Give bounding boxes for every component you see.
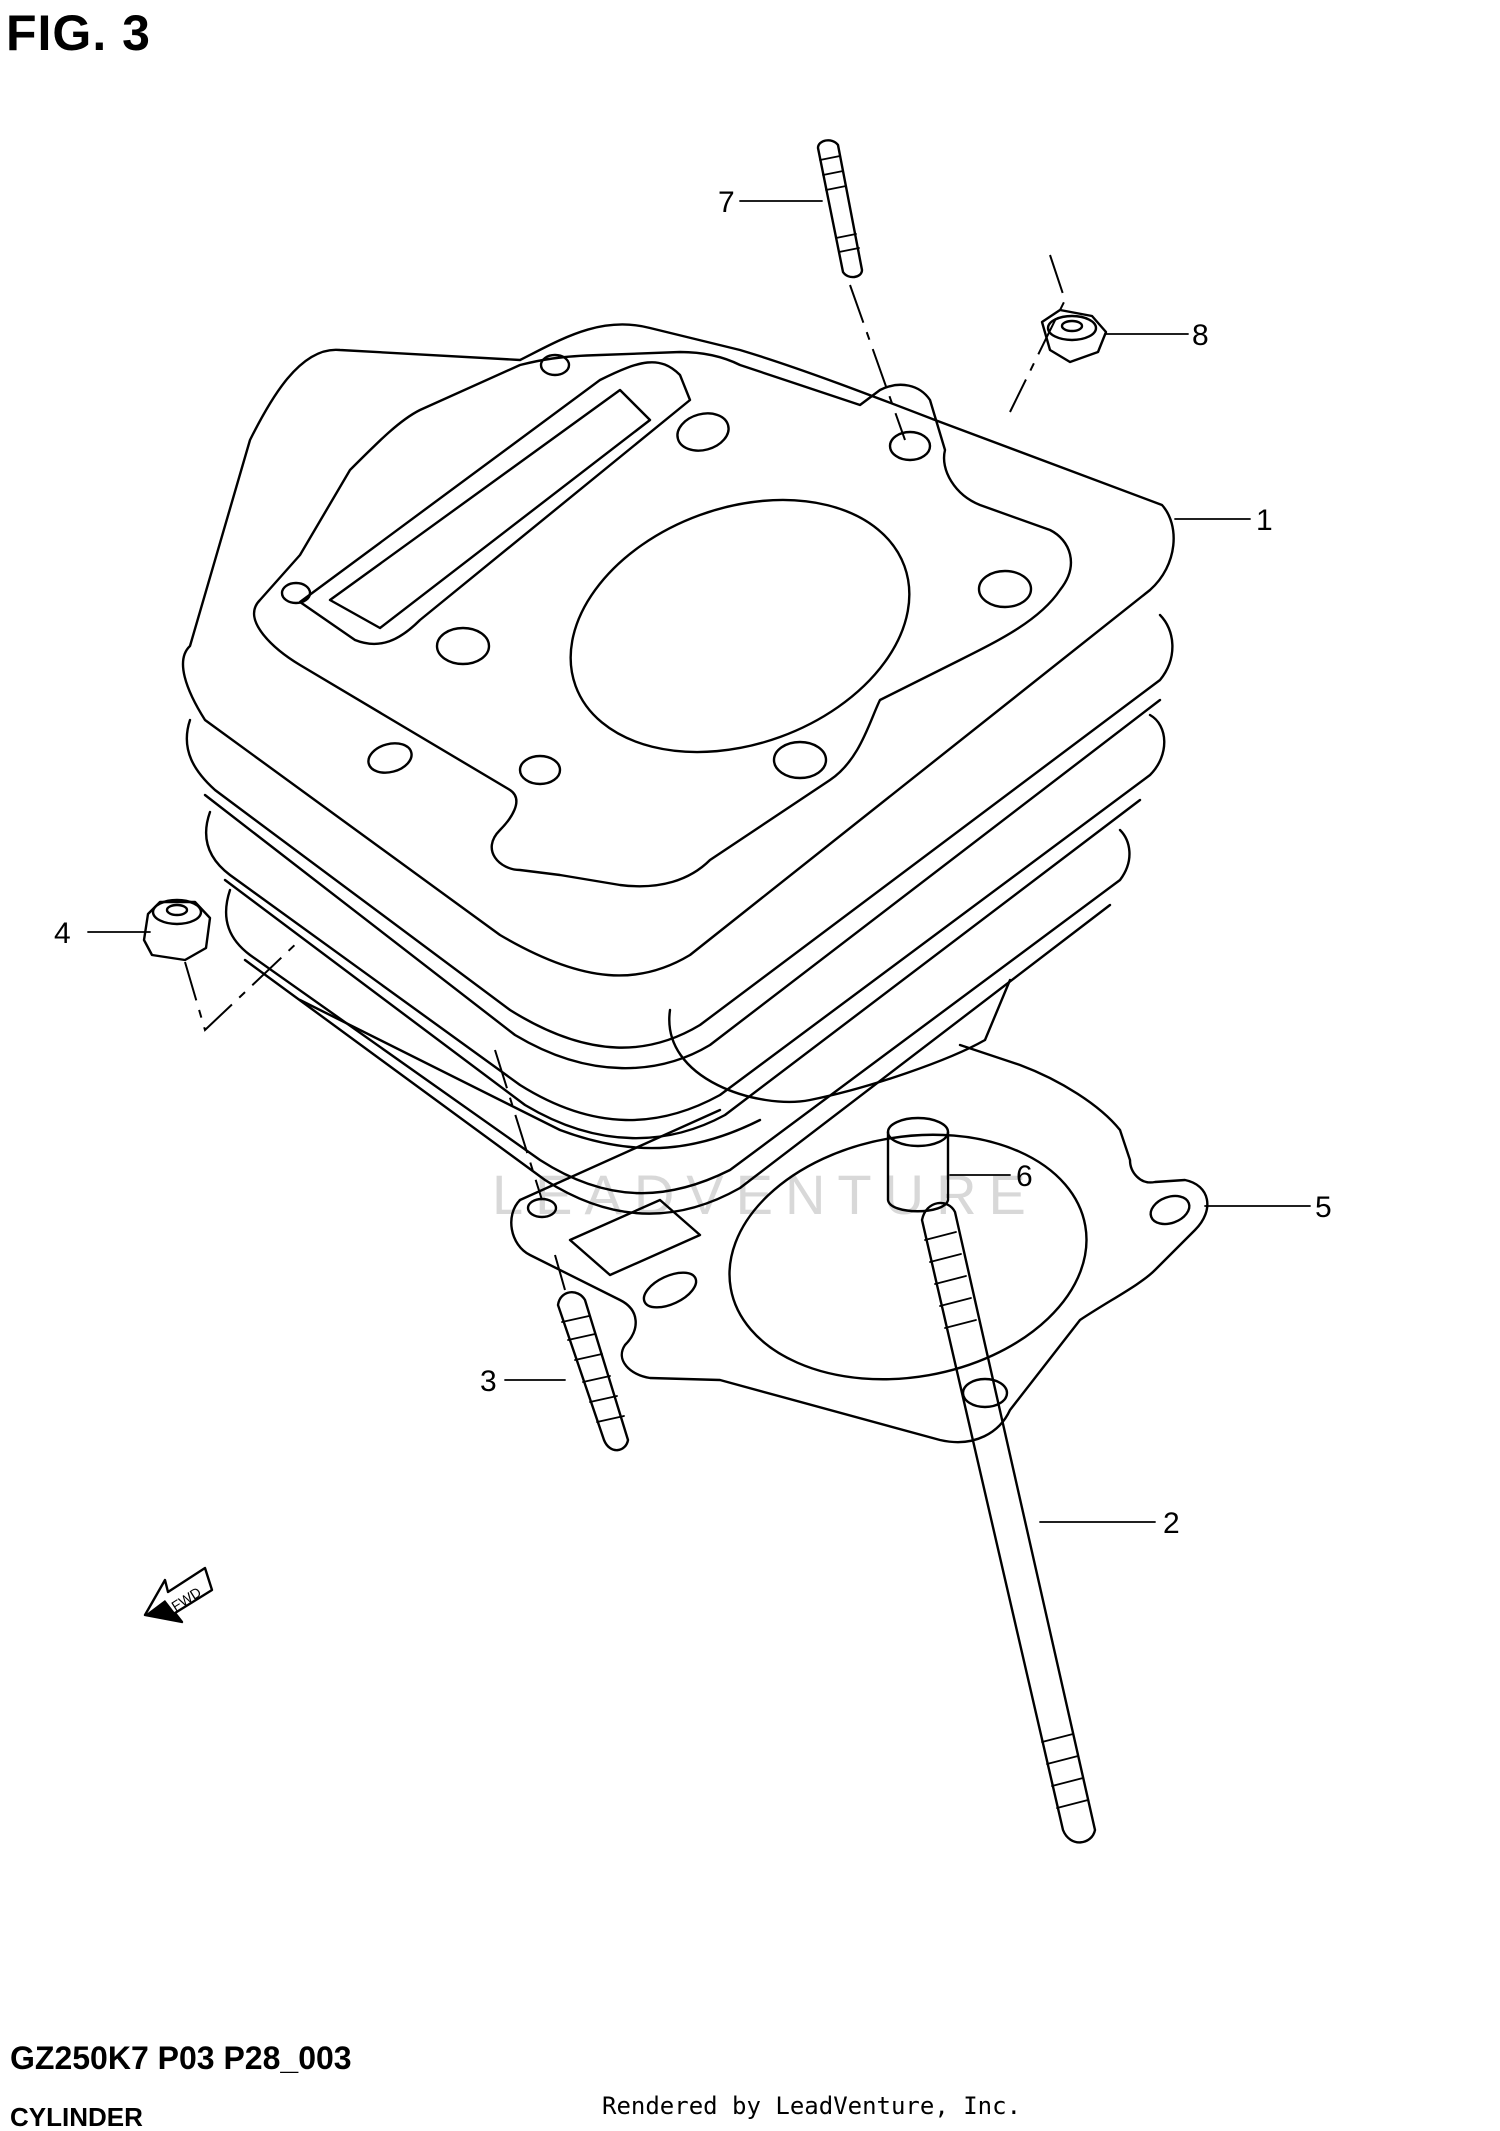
- part-nut-left[interactable]: [142, 898, 212, 962]
- assembly-line-3b: [554, 1254, 566, 1291]
- part-nut-top[interactable]: [1040, 308, 1108, 364]
- fwd-arrow-icon: FWD: [143, 1566, 214, 1624]
- part-gasket[interactable]: [510, 1043, 1209, 1444]
- part-dowel-pin[interactable]: [886, 1116, 950, 1213]
- diagram-name: CYLINDER: [10, 2102, 143, 2131]
- callout-1: 1: [1256, 504, 1273, 537]
- assembly-line-8: [1009, 254, 1067, 413]
- callout-3: 3: [480, 1365, 497, 1398]
- callout-2: 2: [1163, 1507, 1180, 1540]
- rendered-by-credit: Rendered by LeadVenture, Inc.: [602, 2092, 1022, 2120]
- assembly-line-4: [184, 939, 301, 1032]
- part-stud-top[interactable]: [816, 139, 864, 279]
- parts-diagram: LEADVENTURE: [54, 139, 1332, 1844]
- part-stud-bolt-long[interactable]: [920, 1201, 1097, 1844]
- callout-8: 8: [1192, 319, 1209, 352]
- part-stud-short[interactable]: [556, 1291, 630, 1452]
- callout-7: 7: [718, 186, 735, 219]
- assembly-line-7: [849, 284, 906, 441]
- callout-4: 4: [54, 917, 71, 950]
- callout-6: 6: [1016, 1160, 1033, 1193]
- leader-lines: [87, 200, 1311, 1523]
- part-cylinder[interactable]: [181, 323, 1175, 1215]
- callout-5: 5: [1315, 1191, 1332, 1224]
- figure-title: FIG. 3: [6, 5, 151, 61]
- assembly-line-3: [494, 1049, 543, 1201]
- diagram-code: GZ250K7 P03 P28_003: [10, 2040, 352, 2076]
